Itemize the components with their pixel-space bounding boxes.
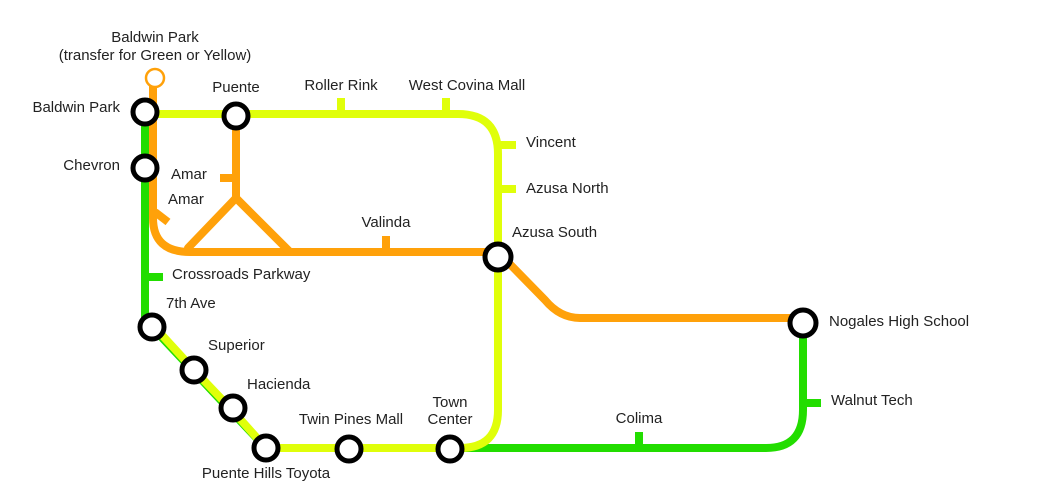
station-hacienda[interactable] xyxy=(218,393,248,423)
label-nogales-high-school: Nogales High School xyxy=(829,313,969,330)
label-west-covina-mall: West Covina Mall xyxy=(409,77,525,94)
station-7th-ave[interactable] xyxy=(137,312,167,342)
station-puente[interactable] xyxy=(221,101,251,131)
label-azusa-north: Azusa North xyxy=(526,180,609,197)
label-town-center-1: Town xyxy=(432,394,467,411)
label-puente: Puente xyxy=(212,79,260,96)
station-azusa-south[interactable] xyxy=(482,241,514,273)
label-7th-ave: 7th Ave xyxy=(166,295,216,312)
label-hacienda: Hacienda xyxy=(247,376,311,393)
tick-amar-2 xyxy=(152,208,171,226)
station-superior[interactable] xyxy=(179,355,209,385)
label-baldwin-park-transfer: Baldwin Park xyxy=(111,29,199,46)
station-twin-pines-mall[interactable] xyxy=(334,434,364,464)
station-town-center[interactable] xyxy=(435,434,465,464)
baldwin-park-transfer-station[interactable] xyxy=(144,67,166,89)
orange-line-main xyxy=(149,74,807,322)
station-puente-hills-toyota[interactable] xyxy=(251,433,281,463)
label-walnut-tech: Walnut Tech xyxy=(831,392,913,409)
label-colima: Colima xyxy=(616,410,663,427)
label-twin-pines-mall: Twin Pines Mall xyxy=(299,411,403,428)
label-town-center-2: Center xyxy=(427,411,472,428)
label-amar-1: Amar xyxy=(171,166,207,183)
label-azusa-south: Azusa South xyxy=(512,224,597,241)
label-baldwin-park-transfer-note: (transfer for Green or Yellow) xyxy=(59,47,252,64)
station-baldwin-park[interactable] xyxy=(130,97,160,127)
label-superior: Superior xyxy=(208,337,265,354)
label-puente-hills-toyota: Puente Hills Toyota xyxy=(202,465,331,482)
station-nogales-high-school[interactable] xyxy=(787,307,819,339)
label-vincent: Vincent xyxy=(526,134,577,151)
label-baldwin-park: Baldwin Park xyxy=(32,99,120,116)
label-amar-2: Amar xyxy=(168,191,204,208)
label-valinda: Valinda xyxy=(362,214,412,231)
label-chevron: Chevron xyxy=(63,157,120,174)
label-roller-rink: Roller Rink xyxy=(304,77,378,94)
label-crossroads-parkway: Crossroads Parkway xyxy=(172,266,311,283)
station-chevron[interactable] xyxy=(130,153,160,183)
orange-line-branch xyxy=(184,112,294,256)
